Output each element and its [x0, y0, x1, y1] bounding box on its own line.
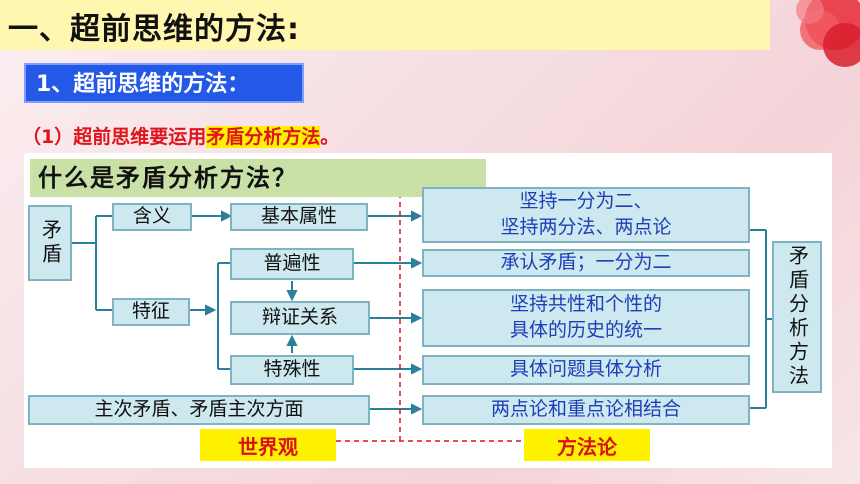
page-title: 一、超前思维的方法:	[8, 12, 300, 47]
result-1-line-1: 坚持一分为二、	[519, 190, 653, 213]
requirement-prefix: （1）超前思维要运用	[22, 126, 207, 148]
feature-box: 特征	[112, 298, 190, 326]
method-summary-box: 矛盾分析方法	[772, 241, 822, 393]
decorative-flower-icon	[796, 0, 860, 67]
universality-box: 普遍性	[230, 248, 354, 280]
methodology-label: 方法论	[524, 429, 650, 461]
worldview-label: 世界观	[200, 429, 336, 461]
meaning-box: 含义	[112, 203, 192, 231]
diagram-heading: 什么是矛盾分析方法？	[30, 159, 486, 197]
result-box-4: 具体问题具体分析	[422, 355, 750, 385]
result-box-2: 承认矛盾；一分为二	[422, 249, 750, 277]
contradiction-analysis-diagram: 什么是矛盾分析方法？ 矛盾 含义 特征 基本属性 普遍性 辩证关系 特殊性 主次…	[24, 153, 832, 468]
requirement-line: （1）超前思维要运用矛盾分析方法。	[22, 122, 339, 149]
basic-attribute-box: 基本属性	[230, 203, 368, 231]
root-contradiction-box: 矛盾	[28, 205, 72, 281]
result-box-5: 两点论和重点论相结合	[422, 395, 750, 425]
particularity-box: 特殊性	[230, 355, 354, 385]
result-1-line-2: 坚持两分法、两点论	[500, 216, 672, 238]
result-box-1: 坚持一分为二、 坚持两分法、两点论	[422, 187, 750, 243]
result-box-3: 坚持共性和个性的 具体的历史的统一	[422, 289, 750, 347]
requirement-highlight: 矛盾分析方法	[206, 126, 321, 148]
requirement-suffix: 。	[320, 126, 340, 148]
title-bar: 一、超前思维的方法:	[0, 0, 770, 50]
primary-secondary-box: 主次矛盾、矛盾主次方面	[28, 395, 370, 425]
diagram-connectors	[72, 193, 772, 442]
result-3-line-1: 坚持共性和个性的	[509, 293, 662, 316]
result-3-line-2: 具体的历史的统一	[509, 319, 662, 341]
section-subtitle-badge: 1、超前思维的方法：	[24, 63, 304, 103]
dialectic-relation-box: 辩证关系	[230, 301, 370, 335]
